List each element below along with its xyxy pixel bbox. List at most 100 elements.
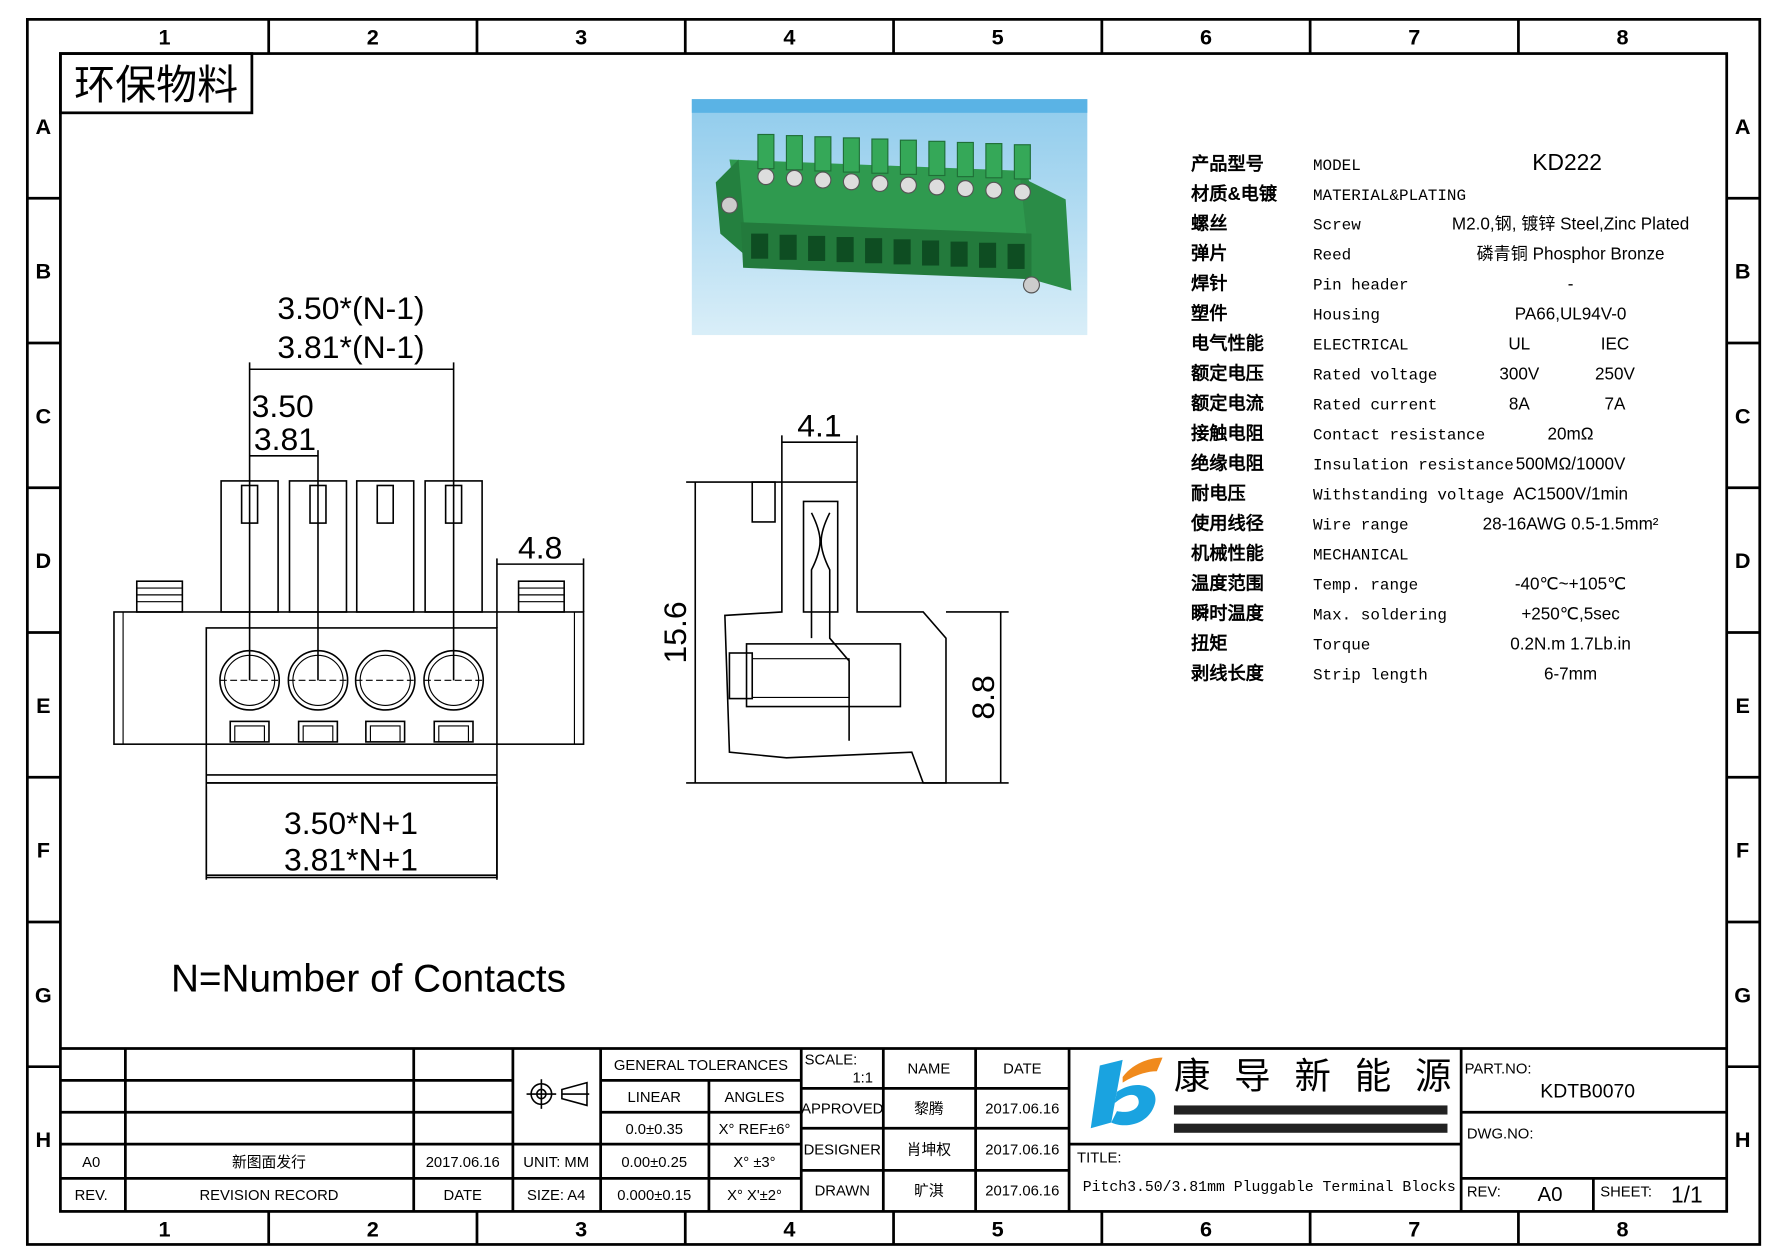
row-label: H	[35, 1127, 51, 1152]
svg-text:0.00±0.25: 0.00±0.25	[621, 1155, 687, 1171]
column-label: 6	[1200, 24, 1212, 49]
svg-text:DESIGNER: DESIGNER	[804, 1142, 881, 1158]
column-label: 3	[575, 24, 587, 49]
spec-cn-label: 额定电流	[1191, 393, 1264, 414]
svg-text:3.50*(N-1): 3.50*(N-1)	[277, 290, 424, 326]
column-label: 8	[1617, 24, 1629, 49]
svg-text:2017.06.16: 2017.06.16	[985, 1183, 1059, 1199]
spec-en-label: Housing	[1313, 307, 1380, 325]
spec-value: AC1500V/1min	[1513, 484, 1628, 503]
company-contact-info	[1173, 1105, 1448, 1115]
row-label: G	[1734, 982, 1751, 1007]
svg-text:X° ±3°: X° ±3°	[733, 1155, 775, 1171]
svg-text:新图面发行: 新图面发行	[232, 1154, 306, 1171]
spec-cn-label: 瞬时温度	[1191, 602, 1265, 623]
svg-text:REV:: REV:	[1467, 1185, 1501, 1201]
svg-text:3.50*N+1: 3.50*N+1	[284, 805, 418, 841]
column-label: 2	[367, 1216, 379, 1241]
svg-text:旷淇: 旷淇	[914, 1182, 944, 1199]
spec-iec-value: 7A	[1605, 395, 1626, 414]
spec-en-label: Rated current	[1313, 397, 1437, 415]
svg-text:ANGLES: ANGLES	[724, 1090, 784, 1106]
svg-text:1/1: 1/1	[1671, 1181, 1703, 1207]
spec-en-label: Screw	[1313, 217, 1361, 235]
row-label: F	[37, 838, 50, 863]
spec-cn-label: 绝缘电阻	[1191, 453, 1264, 474]
spec-row: 产品型号 MODEL KD222	[1191, 149, 1602, 175]
row-label: B	[1735, 259, 1751, 284]
spec-en-label: MECHANICAL	[1313, 546, 1409, 564]
row-label: H	[1735, 1127, 1751, 1152]
spec-cn-label: 温度范围	[1191, 572, 1264, 593]
svg-text:X° REF±6°: X° REF±6°	[719, 1122, 791, 1138]
spec-cn-label: 塑件	[1191, 303, 1227, 324]
column-label: 1	[159, 24, 171, 49]
spec-en-label: Withstanding voltage	[1313, 486, 1504, 504]
spec-en-label: Reed	[1313, 247, 1351, 265]
projection-symbol-icon	[526, 1079, 590, 1109]
spec-cn-label: 接触电阻	[1191, 423, 1264, 444]
svg-text:UNIT: MM: UNIT: MM	[523, 1155, 589, 1171]
spec-value: 20mΩ	[1548, 425, 1594, 444]
column-label: 5	[992, 24, 1004, 49]
row-label: A	[1735, 114, 1751, 139]
spec-cn-label: 电气性能	[1191, 333, 1264, 354]
row-label: E	[36, 693, 50, 718]
svg-text:NAME: NAME	[908, 1062, 951, 1078]
row-label: C	[35, 403, 51, 428]
spec-value: M2.0,钢, 镀锌 Steel,Zinc Plated	[1452, 215, 1689, 234]
row-label: C	[1735, 403, 1751, 428]
spec-value: PA66,UL94V-0	[1515, 305, 1627, 324]
svg-text:SHEET:: SHEET:	[1600, 1185, 1652, 1201]
svg-text:SIZE: A4: SIZE: A4	[527, 1188, 585, 1204]
border-frame	[25, 18, 1762, 1246]
row-label: B	[35, 259, 51, 284]
row-label: E	[1735, 693, 1749, 718]
spec-cn-label: 机械性能	[1191, 542, 1264, 563]
svg-text:SCALE:: SCALE:	[805, 1052, 858, 1068]
row-label: D	[35, 548, 51, 573]
spec-en-label: MODEL	[1313, 157, 1361, 175]
svg-text:REV.: REV.	[75, 1188, 108, 1204]
spec-cn-label: 剥线长度	[1191, 662, 1265, 683]
svg-text:REVISION RECORD: REVISION RECORD	[199, 1188, 338, 1204]
column-label: 8	[1617, 1216, 1629, 1241]
svg-text:2017.06.16: 2017.06.16	[985, 1142, 1059, 1158]
spec-value: 磷青铜 Phosphor Bronze	[1477, 245, 1665, 264]
spec-en-label: Pin header	[1313, 277, 1409, 295]
spec-en-label: Temp. range	[1313, 576, 1418, 594]
svg-text:APPROVED: APPROVED	[801, 1101, 883, 1117]
spec-value: 28-16AWG 0.5-1.5mm²	[1483, 514, 1659, 533]
column-label: 2	[367, 24, 379, 49]
svg-text:PART.NO:: PART.NO:	[1465, 1062, 1532, 1078]
spec-cn-label: 产品型号	[1191, 153, 1264, 174]
contacts-note: N=Number of Contacts	[171, 957, 566, 1000]
spec-value: KD222	[1532, 149, 1602, 175]
svg-text:3.81*(N-1): 3.81*(N-1)	[277, 329, 424, 365]
row-label: A	[35, 114, 51, 139]
spec-row: 塑件 Housing PA66,UL94V-0	[1191, 303, 1626, 325]
svg-text:KDTB0070: KDTB0070	[1540, 1080, 1635, 1102]
spec-en-label: Contact resistance	[1313, 427, 1485, 445]
svg-text:TITLE:: TITLE:	[1077, 1150, 1121, 1166]
side-section-drawing: 4.1 15.6 8.8	[657, 407, 1009, 784]
spec-cn-label: 材质&电镀	[1191, 183, 1278, 204]
spec-iec-value: 250V	[1595, 365, 1635, 384]
spec-en-label: Insulation resistance	[1313, 457, 1514, 475]
row-label: F	[1736, 838, 1749, 863]
svg-text:0.000±0.15: 0.000±0.15	[617, 1188, 691, 1204]
spec-en-label: ELECTRICAL	[1313, 337, 1409, 355]
svg-text:3.81: 3.81	[254, 421, 316, 457]
svg-text:DATE: DATE	[1003, 1062, 1041, 1078]
svg-text:2017.06.16: 2017.06.16	[426, 1155, 500, 1171]
spec-en-label: Rated voltage	[1313, 367, 1437, 385]
title-block: A0 新图面发行 2017.06.16 REV. REVISION RECORD…	[60, 1047, 1727, 1212]
company-name: 康 导 新 能 源	[1174, 1055, 1458, 1096]
